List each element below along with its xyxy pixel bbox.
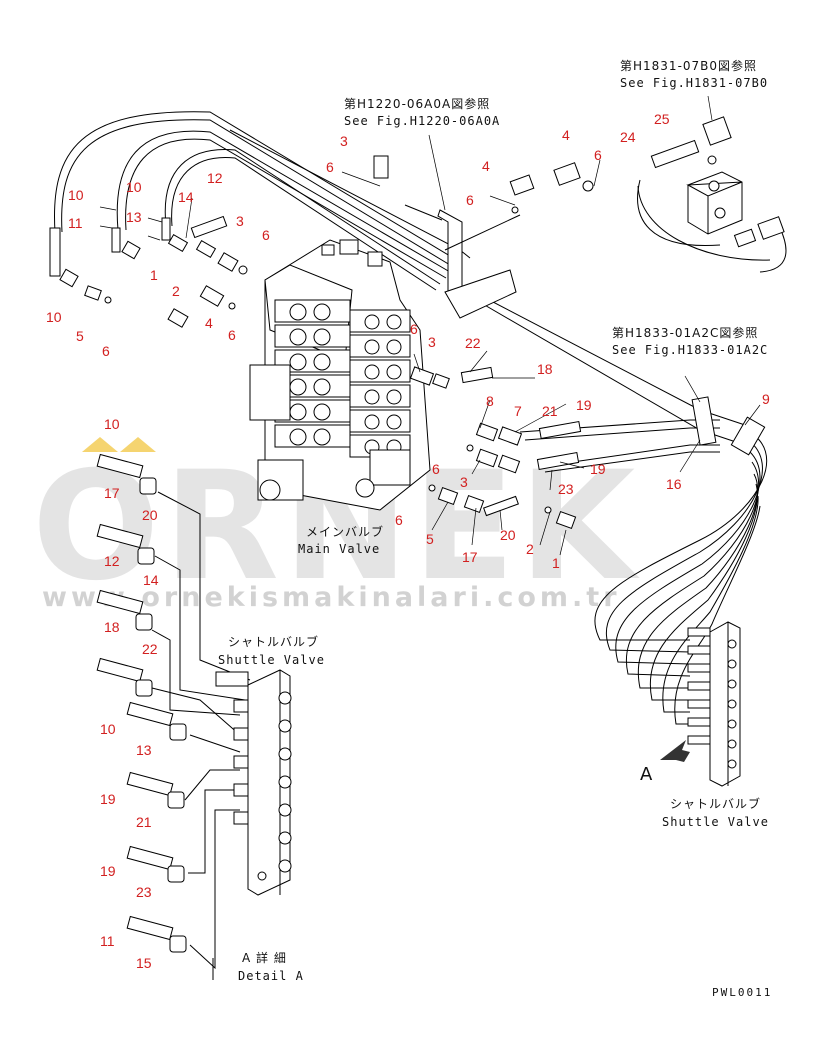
part-number: 6 — [466, 192, 474, 208]
view-arrow-icon — [660, 740, 690, 762]
part-number: 10 — [46, 309, 62, 325]
main-valve-block — [249, 239, 431, 511]
part-number: 20 — [500, 527, 516, 543]
watermark-accent-icon — [82, 437, 118, 452]
mounting-bracket — [404, 204, 521, 319]
fittings — [49, 155, 766, 530]
part-number: 6 — [326, 159, 334, 175]
part-number: 17 — [104, 485, 120, 501]
part-number: 19 — [100, 863, 116, 879]
part-number: 2 — [526, 541, 534, 557]
shuttle-valve-right-label-en: Shuttle Valve — [662, 815, 769, 829]
part-number: 22 — [142, 641, 158, 657]
part-number: 14 — [178, 189, 194, 205]
ref-top-center-en: See Fig.H1220-06A0A — [344, 114, 500, 128]
drawing-code: PWL0011 — [712, 986, 772, 999]
part-number: 6 — [410, 321, 418, 337]
part-number: 10 — [104, 416, 120, 432]
part-number: 6 — [228, 327, 236, 343]
part-number: 24 — [620, 129, 636, 145]
part-number: 7 — [514, 403, 522, 419]
part-number: 3 — [236, 213, 244, 229]
ref-right-en: See Fig.H1833-01A2C — [612, 343, 768, 357]
ref-top-right-en: See Fig.H1831-07B0 — [620, 76, 768, 90]
shuttle-valve-detail — [215, 669, 292, 896]
part-number: 6 — [395, 512, 403, 528]
part-number: 3 — [460, 474, 468, 490]
part-number: 6 — [262, 227, 270, 243]
main-valve-label-jp: メインバルブ — [306, 524, 384, 539]
part-number: 4 — [482, 158, 490, 174]
part-number: 18 — [537, 361, 553, 377]
part-number: 18 — [104, 619, 120, 635]
view-arrow-label: A — [640, 764, 653, 785]
ref-top-center-jp: 第H1220-06A0A図参照 — [344, 96, 490, 111]
part-number: 25 — [654, 111, 670, 127]
part-number: 20 — [142, 507, 158, 523]
ref-right-jp: 第H1833-01A2C図参照 — [612, 325, 758, 340]
detail-label-en: Detail A — [238, 969, 304, 983]
part-number: 2 — [172, 283, 180, 299]
part-number: 19 — [100, 791, 116, 807]
part-number: 4 — [562, 127, 570, 143]
part-number: 1 — [150, 267, 158, 283]
right-top-block — [650, 116, 785, 248]
part-number: 13 — [136, 742, 152, 758]
part-number: 19 — [590, 461, 606, 477]
part-number: 19 — [576, 397, 592, 413]
part-number: 15 — [136, 955, 152, 971]
part-number: 21 — [136, 814, 152, 830]
part-number: 16 — [666, 476, 682, 492]
part-number: 9 — [762, 391, 770, 407]
leader-lines — [99, 95, 761, 556]
shuttle-valve-left-label-jp: シャトルバルブ — [228, 634, 319, 649]
part-number: 5 — [426, 531, 434, 547]
main-valve-label-en: Main Valve — [298, 542, 380, 556]
part-number: 4 — [205, 315, 213, 331]
part-number: 3 — [340, 133, 348, 149]
part-number: 10 — [68, 187, 84, 203]
part-number: 11 — [68, 215, 83, 231]
part-number: 17 — [462, 549, 478, 565]
part-number: 6 — [432, 461, 440, 477]
left-hose-ends — [96, 453, 187, 953]
shuttle-valve-right-label-jp: シャトルバルブ — [670, 796, 761, 811]
shuttle-valve-left-label-en: Shuttle Valve — [218, 653, 325, 667]
part-number: 10 — [100, 721, 116, 737]
watermark-accent-icon-2 — [120, 437, 156, 452]
part-number: 1 — [552, 555, 560, 571]
part-number: 6 — [594, 147, 602, 163]
part-number: 14 — [143, 572, 159, 588]
part-number-callouts: 10 11 10 5 6 10 13 14 12 3 6 1 2 4 6 3 6… — [46, 111, 770, 971]
part-number: 12 — [104, 553, 120, 569]
reference-labels: 第H1831-07B0図参照 See Fig.H1831-07B0 第H1220… — [344, 58, 768, 357]
part-number: 23 — [136, 884, 152, 900]
detail-label-jp: A 詳 細 — [242, 950, 287, 965]
part-number: 8 — [486, 393, 494, 409]
part-number: 12 — [207, 170, 223, 186]
part-number: 3 — [428, 334, 436, 350]
part-number: 5 — [76, 328, 84, 344]
part-number: 6 — [102, 343, 110, 359]
valve-sections — [274, 299, 411, 458]
part-number: 10 — [126, 179, 142, 195]
part-number: 22 — [465, 335, 481, 351]
hose-lines — [53, 111, 787, 980]
part-number: 23 — [558, 481, 574, 497]
part-number: 11 — [100, 933, 115, 949]
part-number: 13 — [126, 209, 142, 225]
ref-top-right-jp: 第H1831-07B0図参照 — [620, 58, 757, 73]
shuttle-valve-right — [660, 621, 741, 787]
component-labels: メインバルブ Main Valve シャトルバルブ Shuttle Valve … — [218, 524, 772, 999]
part-number: 21 — [542, 403, 558, 419]
